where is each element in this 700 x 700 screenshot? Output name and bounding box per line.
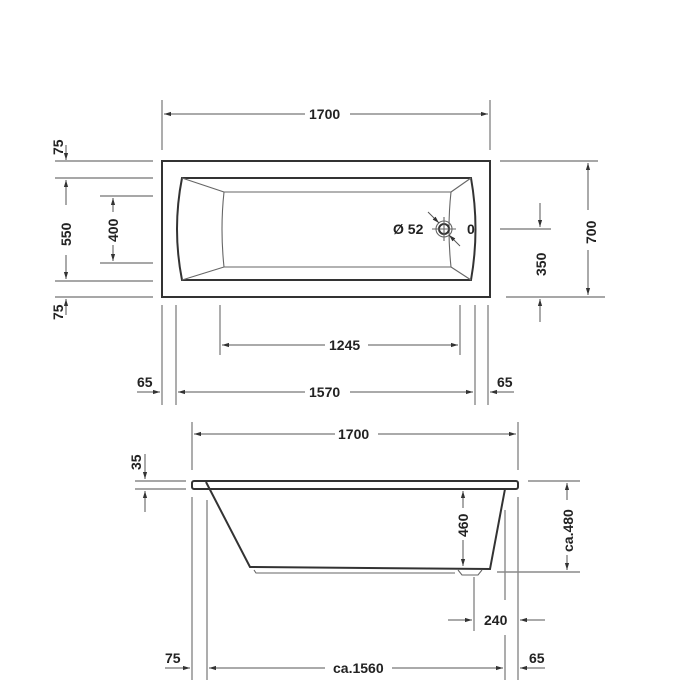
side-length-label: 1700 xyxy=(338,426,369,442)
rim-bottom-label: 75 xyxy=(50,304,66,320)
rim-thickness-label: 35 xyxy=(128,454,144,470)
rim-top-label: 75 xyxy=(50,139,66,155)
total-height-label: ca.480 xyxy=(560,509,576,552)
base-length-label: ca.1560 xyxy=(333,660,384,676)
overall-width-label: 700 xyxy=(583,220,599,244)
floor-width-label: 400 xyxy=(105,218,121,242)
overflow-mark: 0 xyxy=(467,221,475,237)
drain-diameter-label: Ø 52 xyxy=(393,221,424,237)
drain-icon xyxy=(427,211,461,247)
offset-left-label: 75 xyxy=(165,650,181,666)
top-view: Ø 52 0 1700 75 550 400 75 70 xyxy=(50,100,605,405)
rim-right-label: 65 xyxy=(497,374,513,390)
inner-depth-label: 460 xyxy=(455,513,471,537)
tub-rim-side xyxy=(191,480,519,490)
inner-length-label: 1570 xyxy=(309,384,340,400)
tub-body-side xyxy=(205,481,506,571)
rim-left-label: 65 xyxy=(137,374,153,390)
drain-offset-label: 350 xyxy=(533,252,549,276)
drain-offset-side-label: 240 xyxy=(484,612,508,628)
offset-right-label: 65 xyxy=(529,650,545,666)
floor-length-label: 1245 xyxy=(329,337,360,353)
tub-outline-top xyxy=(161,160,491,298)
top-length-label: 1700 xyxy=(309,106,340,122)
inner-width-label: 550 xyxy=(58,222,74,246)
side-view: 1700 35 460 ca.480 240 xyxy=(128,422,580,680)
